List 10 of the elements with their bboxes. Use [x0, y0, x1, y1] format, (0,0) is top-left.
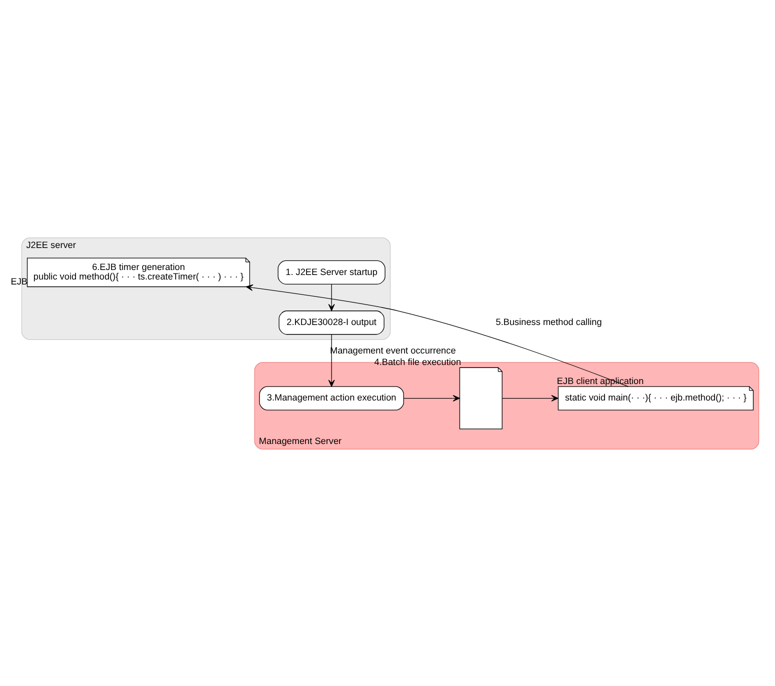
node-box: 1. J2EE Server startup: [278, 260, 386, 284]
arrow: [246, 284, 629, 386]
arrow: [328, 334, 335, 386]
arrow: [328, 283, 335, 311]
edge-label: 5.Business method calling: [496, 316, 602, 327]
arrow: [502, 394, 558, 402]
node-box: 2.KDJE30028-I output: [278, 310, 384, 334]
node-label: EJB: [10, 276, 28, 286]
arrow: [404, 394, 460, 402]
node-box: 3.Management action execution: [259, 386, 404, 410]
